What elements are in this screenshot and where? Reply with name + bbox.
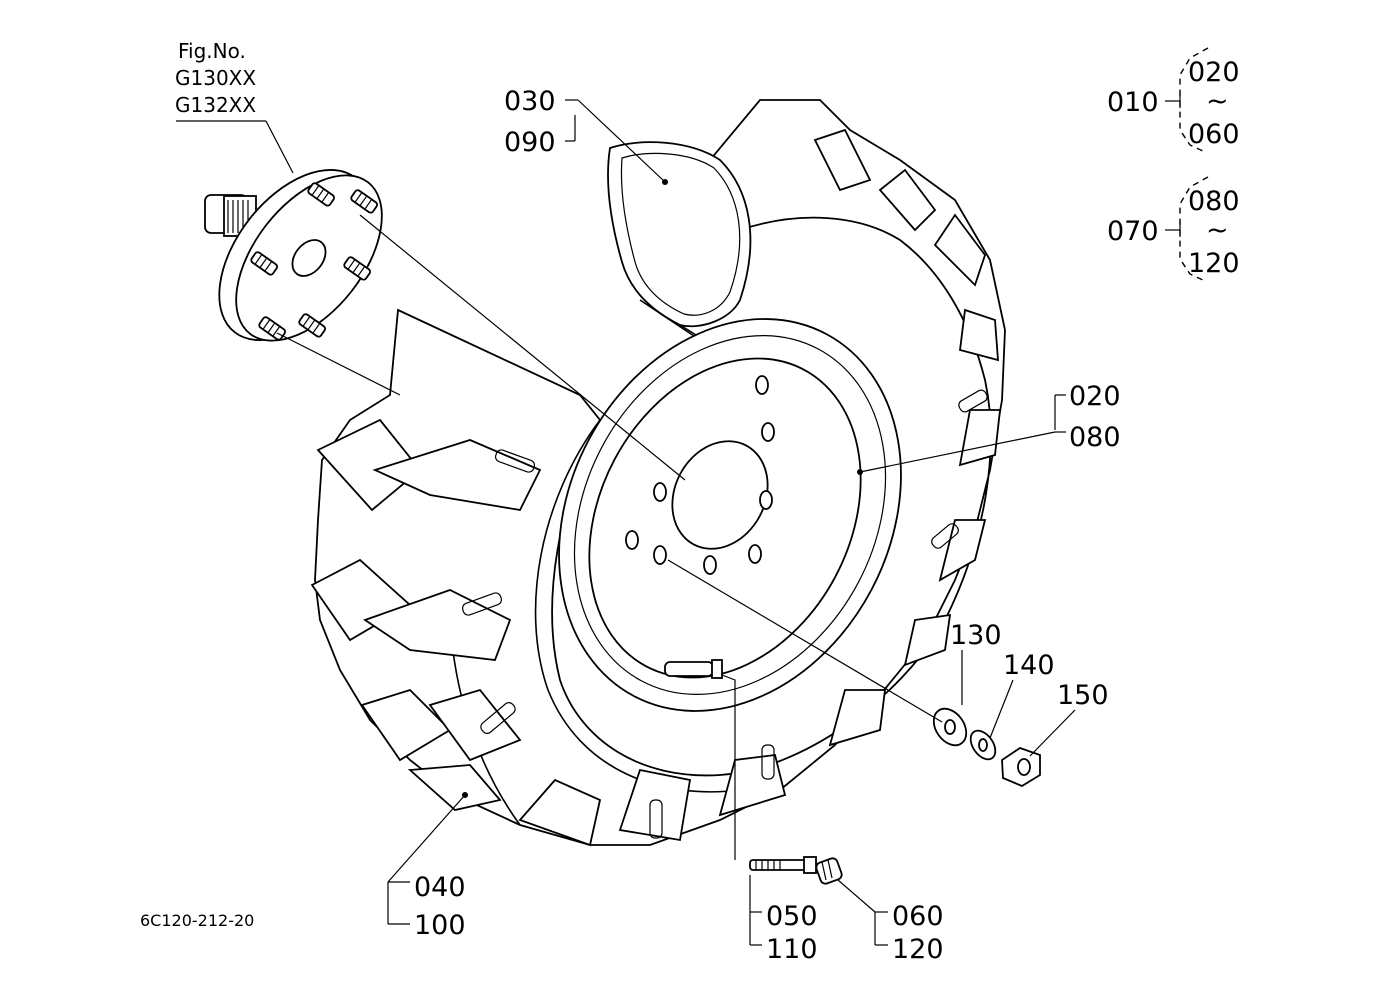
tire-040 [310, 99, 1006, 847]
callout-110: 110 [766, 934, 818, 965]
valve-stem-050 [749, 856, 817, 874]
rim-bolt-holes [625, 375, 775, 575]
callout-010-tilde: ~ [1206, 86, 1229, 117]
callout-120: 120 [892, 934, 944, 965]
fig-number-1: G130XX [175, 66, 256, 90]
callout-130: 130 [950, 620, 1002, 651]
drawing-code: 6C120-212-20 [140, 911, 254, 930]
callout-100: 100 [414, 910, 466, 941]
callout-080: 080 [1069, 422, 1121, 453]
valve-cap-060 [815, 857, 843, 885]
hub-studs [250, 182, 378, 341]
fig-no-label: Fig.No. [178, 39, 246, 63]
wheel-rim-020 [558, 318, 902, 712]
callout-140: 140 [1003, 650, 1055, 681]
callout-070-tilde: ~ [1206, 215, 1229, 246]
callout-020: 020 [1069, 381, 1121, 412]
callout-030: 030 [504, 86, 556, 117]
spring-washer-140 [969, 729, 997, 761]
callout-010: 010 [1107, 87, 1159, 118]
callout-040: 040 [414, 872, 466, 903]
callout-050: 050 [766, 901, 818, 932]
callout-070-from: 080 [1188, 186, 1240, 217]
callout-060: 060 [892, 901, 944, 932]
fig-number-block: Fig.No. G130XX G132XX [175, 39, 256, 117]
nut-150 [1001, 747, 1041, 788]
leader-lines [176, 47, 1209, 946]
fig-number-2: G132XX [175, 93, 256, 117]
callout-010-to: 060 [1188, 119, 1240, 150]
callout-150: 150 [1057, 680, 1109, 711]
washer-130 [932, 707, 968, 747]
callout-090: 090 [504, 127, 556, 158]
hub-flange [204, 169, 383, 342]
callout-010-from: 020 [1188, 57, 1240, 88]
callout-070: 070 [1107, 216, 1159, 247]
callout-070-to: 120 [1188, 248, 1240, 279]
